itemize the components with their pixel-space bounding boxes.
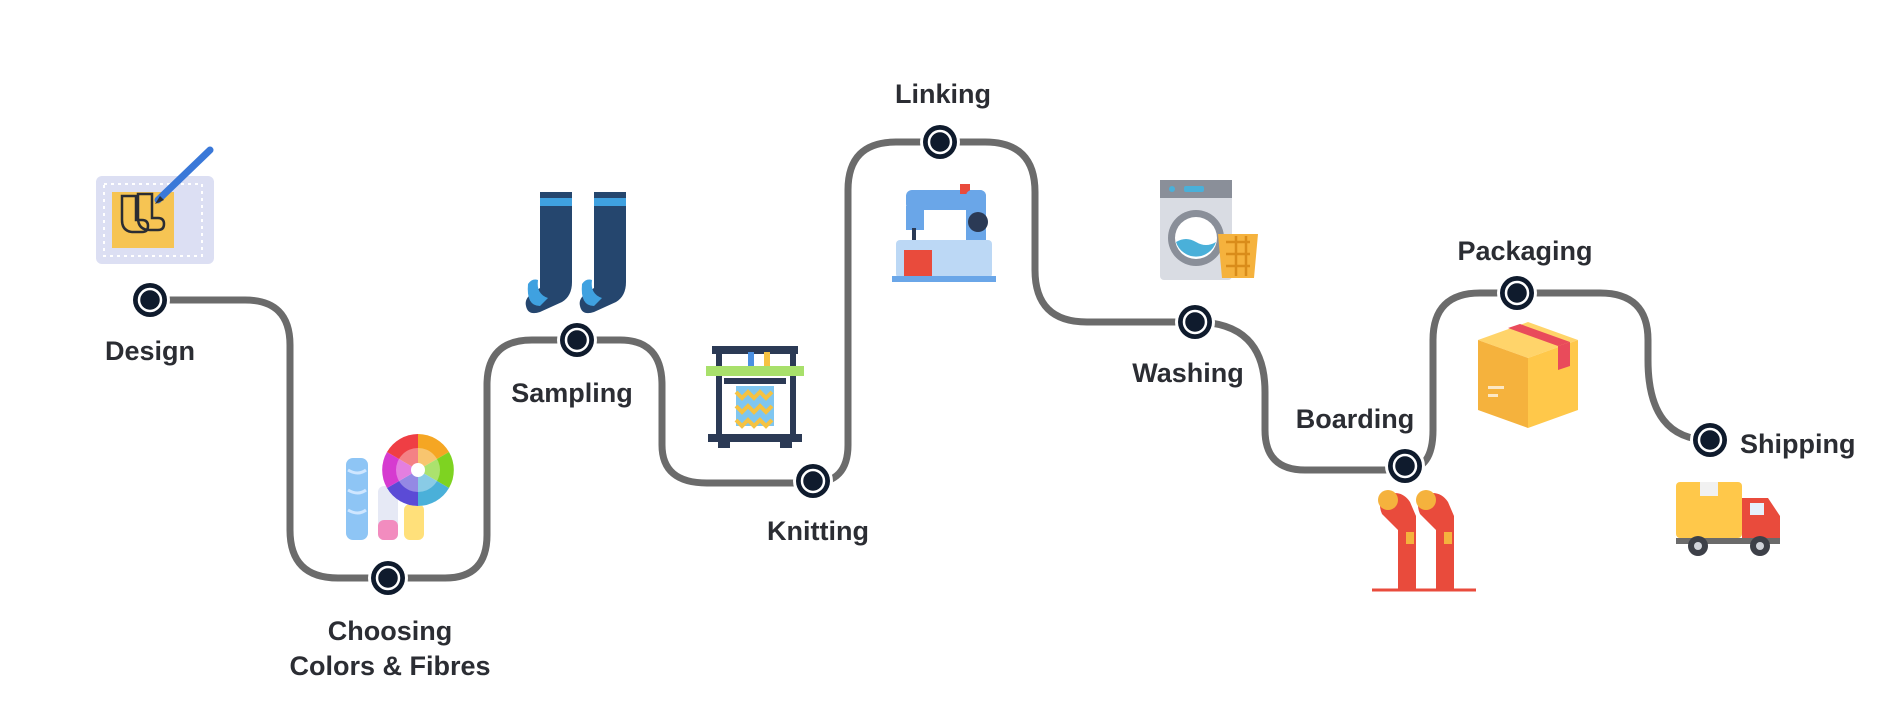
- label-washing: Washing: [1132, 358, 1244, 388]
- node-shipping: [1690, 420, 1730, 460]
- delivery-truck-icon: [1676, 482, 1780, 556]
- node-packaging: [1497, 273, 1537, 313]
- node-choosing: [368, 558, 408, 598]
- sock-design-sheet-icon: [96, 146, 214, 264]
- node-washing: [1175, 302, 1215, 342]
- sewing-machine-icon: [892, 184, 996, 282]
- cardboard-box-icon: [1478, 322, 1578, 428]
- socks-pair-icon: [525, 192, 626, 314]
- node-boarding: [1385, 446, 1425, 486]
- label-sampling: Sampling: [511, 378, 633, 408]
- step-labels: Design Choosing Colors & Fibres Sampling…: [105, 79, 1856, 681]
- step-nodes: [130, 122, 1730, 598]
- node-knitting: [793, 461, 833, 501]
- label-design: Design: [105, 336, 195, 366]
- node-linking: [920, 122, 960, 162]
- knitting-machine-icon: [706, 346, 804, 448]
- label-choosing: Choosing: [328, 616, 452, 646]
- process-path: [146, 138, 1714, 582]
- sock-boards-icon: [1372, 490, 1476, 592]
- label-linking: Linking: [895, 79, 991, 109]
- node-sampling: [557, 320, 597, 360]
- washing-machine-icon: [1160, 180, 1258, 280]
- color-wheel-yarn-icon: [346, 434, 454, 540]
- label-knitting: Knitting: [767, 516, 869, 546]
- label-shipping: Shipping: [1740, 429, 1855, 459]
- label-packaging: Packaging: [1457, 236, 1592, 266]
- node-design: [130, 280, 170, 320]
- label-choosing-line2: Colors & Fibres: [289, 651, 490, 681]
- label-boarding: Boarding: [1296, 404, 1415, 434]
